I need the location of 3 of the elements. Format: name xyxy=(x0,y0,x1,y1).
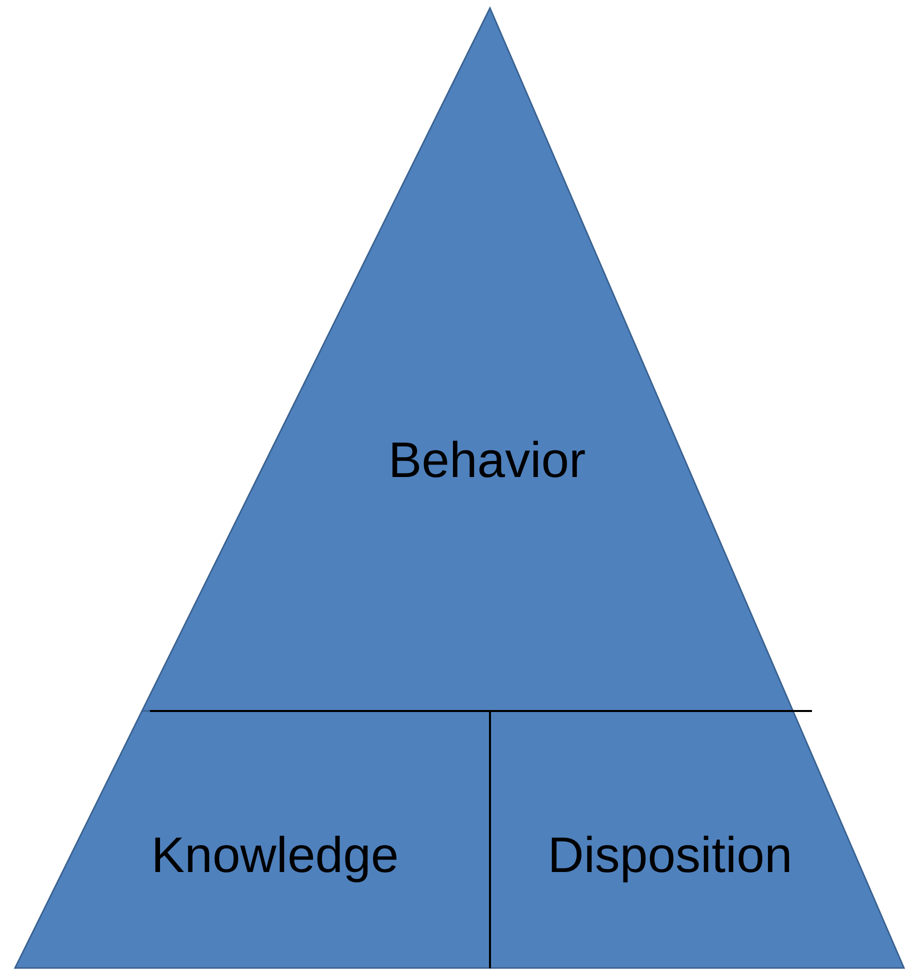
section-label: Behavior xyxy=(388,431,586,489)
section-label: Knowledge xyxy=(151,826,399,884)
section-label: Disposition xyxy=(548,826,792,884)
